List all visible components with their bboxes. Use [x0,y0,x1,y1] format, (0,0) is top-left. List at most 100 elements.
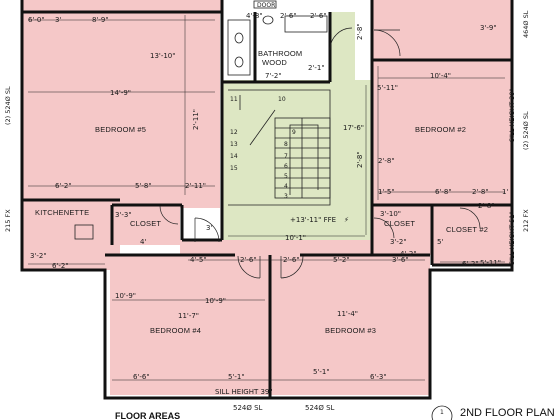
dim-21: 1' [502,188,508,196]
dim-27: 3'-2" [390,238,407,246]
stair-fill [222,80,372,240]
dim-16: 5'-8" [135,182,152,190]
tub [284,15,328,33]
dim-30: 4'-5" [190,256,207,264]
dim-3: 8'-9" [92,16,109,24]
door-swing-bath [329,27,353,51]
stair-num-14: 14 [230,153,238,160]
dim-37: 10'-9" [205,297,226,305]
dim-9: 7'-2" [265,72,282,80]
stair-num-15: 15 [230,165,238,172]
ffe-marker: ⚡ [344,216,349,224]
kitchenette-fill [22,200,120,270]
note-right-sill: SILL HEIGHT 39" [508,89,516,143]
note-right-fx: 212 FX [522,209,530,232]
dim-4: 4'-8" [246,12,263,20]
dimension-labels: 6'-0" 3' 8'-9" 4'-8" 2'-6" 2'-6" 13'-10"… [28,12,508,381]
dim-42: 5'-1" [313,368,330,376]
dim-44: 2'-11" [192,109,200,130]
door-swing-bed5 [194,217,220,243]
dim-2: 3' [55,16,61,24]
doors [159,27,481,279]
stair-num-6: 6 [284,163,288,170]
stair-num-8: 8 [284,141,288,148]
dim-15: 6'-2" [55,182,72,190]
dim-51: 2'-8" [378,157,395,165]
vanity [227,19,251,76]
label-bathroom: BATHROOM [258,49,302,58]
dim-29: 6'-2" [52,262,69,270]
dim-22: 3'-3" [115,211,132,219]
dim-46: 2'-8" [478,202,495,210]
stair-num-13: 13 [230,141,238,148]
dim-28: 5' [437,238,443,246]
door-swing-closet-mid [373,217,395,239]
bathroom-fixtures [227,0,328,76]
stairs [228,89,331,206]
dim-18: 1'-5" [378,188,395,196]
dim-41: 5'-1" [228,373,245,381]
sl-bottom-1: 524Ø SL [233,404,263,412]
label-bedroom5: BEDROOM #5 [95,125,146,134]
plan-title: 2ND FLOOR PLAN [460,407,555,419]
outer-wall-left [20,0,514,400]
label-kitchenette: KITCHENETTE [35,208,89,217]
label-door-tag: DOOR [257,2,275,9]
dim-5: 2'-6" [280,12,297,20]
kitchen-sink-icon [74,224,94,240]
stair-arrow [289,124,319,195]
walls [20,0,514,400]
closet-left-fill [112,205,180,245]
note-right-sill2: SILL HEIGHT 51" [508,212,516,266]
dim-20: 2'-8" [472,188,489,196]
note-left-fx: 215 FX [4,209,12,232]
door-swing-closet-left [159,205,179,225]
stair-num-3: 3 [284,193,288,200]
dim-35: 6'-2" [462,260,479,268]
sill-bottom-note: SILL HEIGHT 39" [215,388,273,396]
dim-50: 2'-8" [356,151,364,168]
dim-24: 4' [140,238,146,246]
dim-32: 2'-6" [283,256,300,264]
dim-48: 4'-2" [400,250,417,258]
dim-19: 6'-8" [435,188,452,196]
label-bathroom-sub: WOOD [262,58,287,67]
label-bedroom2: BEDROOM #2 [415,125,466,134]
bedroom5-fill [22,12,220,208]
label-closet-mid: CLOSET [384,219,415,228]
dim-26: 10'-1" [285,234,306,242]
dim-45: 3'-2" [30,252,47,260]
dim-8: 14'-9" [110,89,131,97]
side-notes: (2) 524Ø SL 215 FX 464Ø SL SILL HEIGHT 3… [4,10,530,265]
dimension-lines [28,15,505,381]
toilet-icon [262,15,274,25]
note-left-sl: (2) 524Ø SL [4,86,12,125]
stair-num-12: 12 [230,129,238,136]
dim-13: 5'-11" [377,84,398,92]
stair-num-9: 9 [292,129,296,136]
bath2-fill [255,12,330,80]
bathroom-fill [222,12,255,80]
room-fills [22,0,512,395]
dim-10: 2'-1" [308,64,325,72]
top-left-strip-fill [22,0,222,12]
dim-38: 11'-7" [178,312,199,320]
door-swing-bed4 [237,255,261,279]
door-swing-bed3 [280,255,304,279]
note-right-top: 464Ø SL [522,10,530,38]
door-tag-box [253,0,277,9]
ffe-note: +13'-11" FFE [290,216,336,224]
label-bedroom3: BEDROOM #3 [325,326,376,335]
sl-bottom-2: 524Ø SL [305,404,335,412]
dim-6: 2'-6" [310,12,327,20]
dim-43: 6'-3" [370,373,387,381]
dim-25: 3' [206,224,212,232]
floor-areas-title: FLOOR AREAS [115,411,180,420]
label-bedroom4: BEDROOM #4 [150,326,201,335]
bedroom3-fill [270,255,430,395]
door-swing-closet2 [459,207,481,229]
bedroom4-fill [110,255,270,395]
dim-40: 6'-6" [133,373,150,381]
dim-33: 5'-2" [333,256,350,264]
